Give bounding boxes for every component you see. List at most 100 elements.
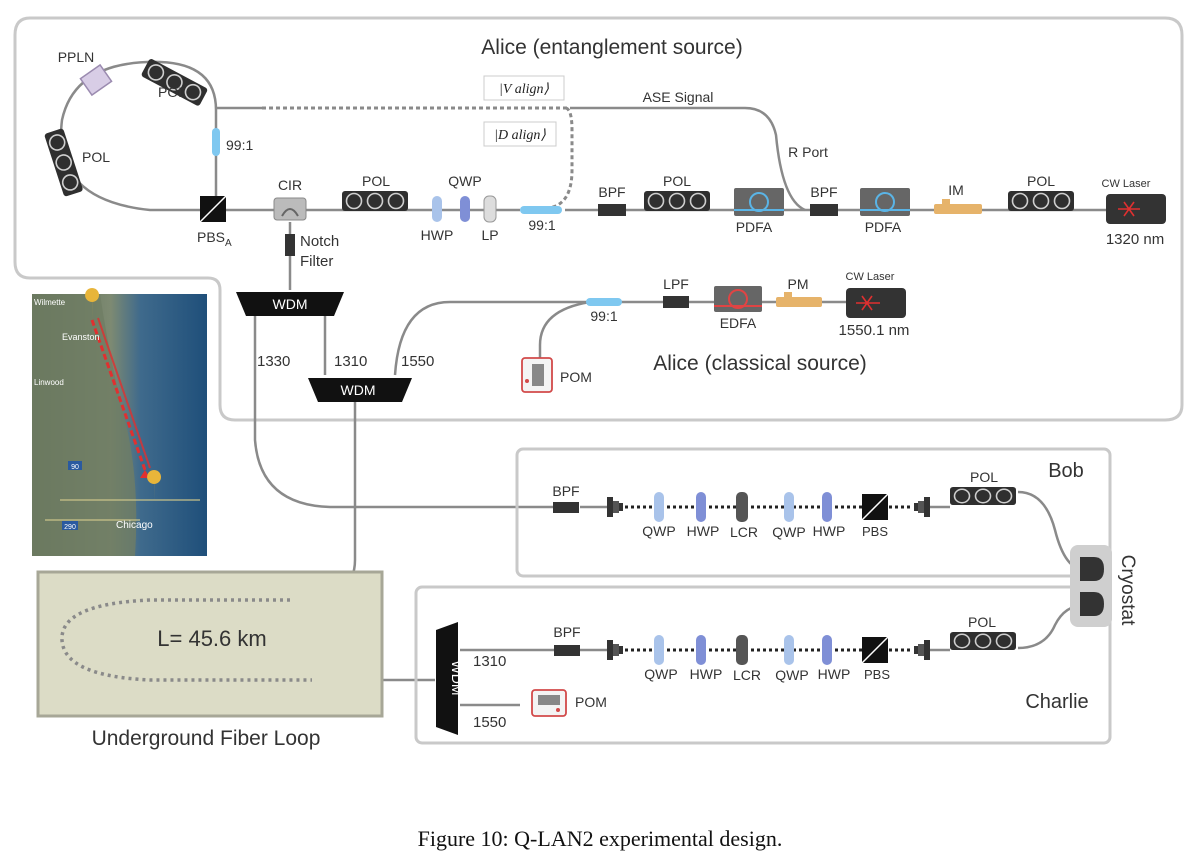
charlie-pol-label: POL bbox=[968, 614, 996, 630]
qwp-label: QWP bbox=[448, 173, 481, 189]
edfa-label: EDFA bbox=[720, 315, 757, 331]
bob-hwp-2 bbox=[822, 492, 832, 522]
pom-charlie-label: POM bbox=[575, 694, 607, 710]
qwp-plate bbox=[460, 196, 470, 222]
edfa bbox=[714, 286, 762, 312]
charlie-collimator-in bbox=[607, 640, 623, 660]
ase-signal-label: ASE Signal bbox=[643, 89, 714, 105]
hwp-label: HWP bbox=[421, 227, 454, 243]
bpf-2-label: BPF bbox=[810, 184, 837, 200]
charlie-pbs-label: PBS bbox=[864, 667, 890, 682]
pbs-a-label: PBSA bbox=[197, 229, 232, 249]
svg-text:Linwood: Linwood bbox=[34, 378, 64, 387]
bob-hwp-2-label: HWP bbox=[813, 523, 846, 539]
figure-caption: Figure 10: Q-LAN2 experimental design. bbox=[417, 826, 783, 851]
cryostat-label: Cryostat bbox=[1117, 555, 1138, 626]
charlie-pol-controller bbox=[949, 631, 1017, 651]
coupler-99-1-loop bbox=[212, 128, 220, 156]
d-align-tag: |D align⟩ bbox=[483, 121, 557, 147]
ch-1330-label: 1330 bbox=[257, 353, 290, 370]
ch-1550-label: 1550 bbox=[401, 353, 434, 370]
fiber-loop-length: L= 45.6 km bbox=[157, 626, 266, 651]
pbs-a bbox=[199, 195, 227, 223]
svg-text:|V align⟩: |V align⟩ bbox=[499, 82, 549, 97]
dashed-paths bbox=[262, 106, 574, 210]
charlie-hwp-2 bbox=[822, 635, 832, 665]
bob-qwp-2 bbox=[784, 492, 794, 522]
charlie-qwp-2 bbox=[784, 635, 794, 665]
bob-qwp-1-label: QWP bbox=[642, 523, 675, 539]
wdm-mid: WDM bbox=[308, 378, 412, 402]
circulator bbox=[273, 197, 307, 221]
pdfa-1 bbox=[734, 188, 784, 216]
map-pin-bottom bbox=[147, 470, 162, 502]
ppln-label: PPLN bbox=[58, 49, 95, 65]
bob-hwp-1 bbox=[696, 492, 706, 522]
bob-pbs-label: PBS bbox=[862, 524, 888, 539]
coupler-99-1-classical-label: 99:1 bbox=[590, 308, 617, 324]
lpf bbox=[663, 296, 689, 308]
bob-collimator-in bbox=[607, 497, 623, 517]
pom-alice-label: POM bbox=[560, 369, 592, 385]
pol-right-label: POL bbox=[1027, 173, 1055, 189]
bob-pol-label: POL bbox=[970, 469, 998, 485]
pm-label: PM bbox=[788, 276, 809, 292]
intensity-modulator bbox=[934, 199, 982, 214]
ch-1310-label: 1310 bbox=[334, 353, 367, 370]
charlie-wdm: WDM bbox=[436, 622, 465, 735]
ppln-crystal bbox=[79, 63, 113, 97]
bob-lcr-label: LCR bbox=[730, 524, 758, 540]
pdfa-1-label: PDFA bbox=[736, 219, 773, 235]
pol-controller-cir bbox=[341, 190, 409, 212]
svg-text:Chicago: Chicago bbox=[116, 520, 153, 531]
svg-text:WDM: WDM bbox=[449, 661, 465, 696]
bob-hwp-1-label: HWP bbox=[687, 523, 720, 539]
pol-loop-left-label: POL bbox=[82, 149, 110, 165]
pol-loop-top-label: POL bbox=[158, 84, 186, 100]
wdm-top: WDM bbox=[236, 292, 344, 316]
bpf-1-label: BPF bbox=[598, 184, 625, 200]
charlie-hwp-2-label: HWP bbox=[818, 666, 851, 682]
pol-controller-right bbox=[1007, 190, 1075, 212]
cw-laser-1550-label: CW Laser bbox=[846, 271, 895, 283]
bob-pol-controller bbox=[949, 486, 1017, 506]
bpf-1 bbox=[598, 204, 626, 216]
underground-fiber-loop bbox=[36, 570, 384, 718]
map-pin-top bbox=[85, 288, 100, 320]
lpf-label: LPF bbox=[663, 276, 689, 292]
pom-alice bbox=[521, 357, 553, 393]
charlie-ch-1310-label: 1310 bbox=[473, 653, 506, 670]
notch-filter-label-2: Filter bbox=[300, 253, 333, 270]
pdfa-2 bbox=[860, 188, 910, 216]
cryostat bbox=[1070, 545, 1112, 627]
cw-laser-1550-wavelength: 1550.1 nm bbox=[839, 322, 910, 339]
coupler-99-1-loop-label: 99:1 bbox=[226, 137, 253, 153]
pol-controller-loop-left bbox=[43, 127, 85, 198]
coupler-99-1-main bbox=[520, 206, 562, 214]
r-port-label: R Port bbox=[788, 144, 828, 160]
phase-modulator bbox=[776, 292, 822, 307]
charlie-bpf bbox=[554, 645, 580, 656]
bob-title: Bob bbox=[1048, 460, 1084, 482]
cw-laser-1550 bbox=[846, 288, 906, 318]
charlie-pbs bbox=[861, 636, 889, 664]
svg-text:Evanston: Evanston bbox=[62, 332, 100, 342]
svg-text:Wilmette: Wilmette bbox=[34, 298, 66, 307]
svg-text:90: 90 bbox=[71, 464, 79, 471]
cw-laser-1320-label: CW Laser bbox=[1102, 178, 1151, 190]
charlie-collimator-out bbox=[914, 640, 930, 660]
notch-filter bbox=[285, 234, 295, 256]
coupler-99-1-main-label: 99:1 bbox=[528, 217, 555, 233]
pol-cir-label: POL bbox=[362, 173, 390, 189]
alice-entanglement-title: Alice (entanglement source) bbox=[481, 36, 742, 59]
v-align-tag: |V align⟩ bbox=[483, 75, 565, 101]
charlie-hwp-1 bbox=[696, 635, 706, 665]
hwp-plate bbox=[432, 196, 442, 222]
charlie-qwp-2-label: QWP bbox=[775, 667, 808, 683]
charlie-qwp-1-label: QWP bbox=[644, 666, 677, 682]
bob-lcr bbox=[736, 492, 748, 522]
bpf-2 bbox=[810, 204, 838, 216]
pol-mid-label: POL bbox=[663, 173, 691, 189]
pom-charlie bbox=[531, 689, 567, 717]
